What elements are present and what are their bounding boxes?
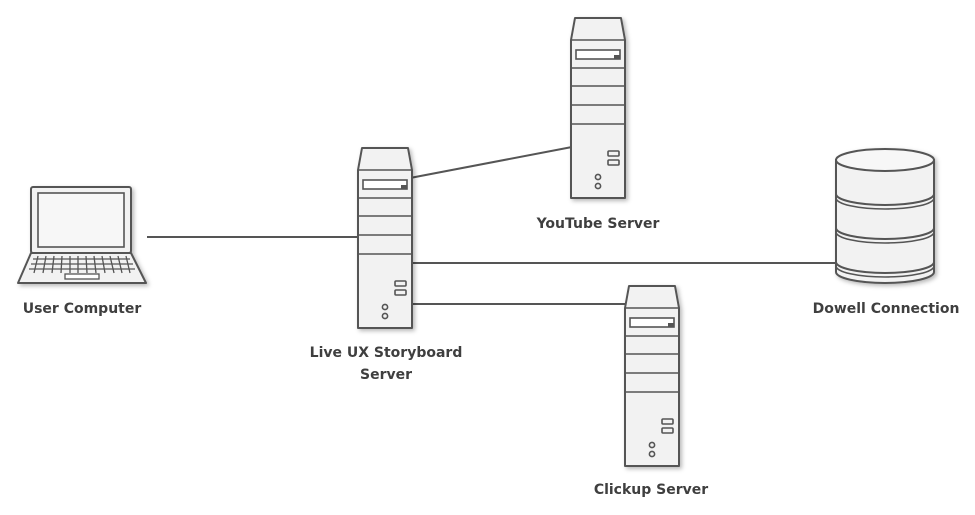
server-tower-icon <box>624 285 680 467</box>
dowell-connection-label: Dowell Connection <box>812 301 960 317</box>
database-icon <box>835 148 935 284</box>
server-tower-icon <box>357 147 413 329</box>
clickup-server-label: Clickup Server <box>593 482 709 498</box>
live-ux-storyboard-server-label: Live UX Storyboard Server <box>309 345 463 383</box>
edge-live-to-youtube <box>409 146 573 179</box>
youtube-server-label: YouTube Server <box>536 216 660 232</box>
user-computer-label: User Computer <box>22 301 142 317</box>
connection-lines <box>147 146 838 305</box>
server-tower-icon <box>570 17 626 199</box>
laptop-icon <box>17 186 147 284</box>
